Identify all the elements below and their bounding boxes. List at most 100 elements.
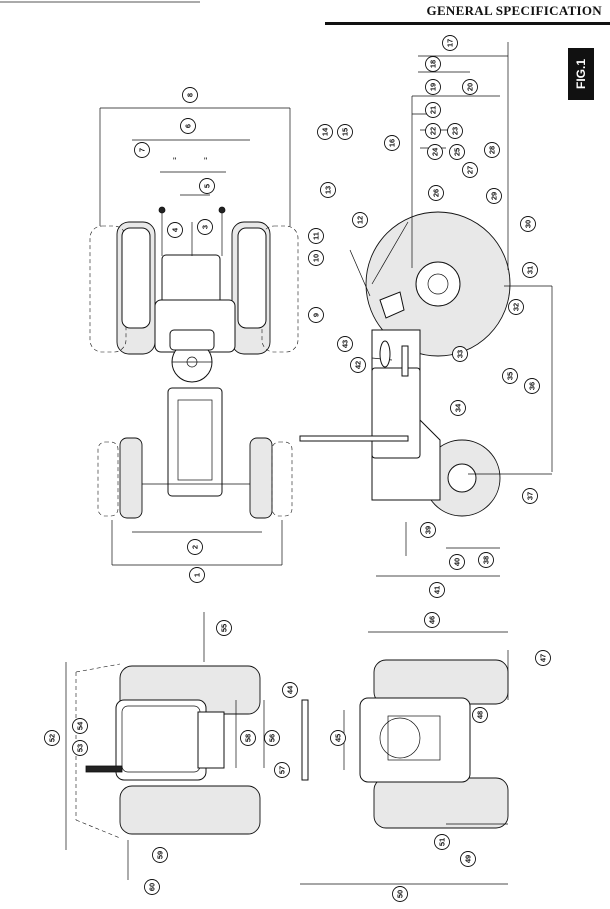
callout-circle xyxy=(152,847,168,863)
callout-13: 13 xyxy=(320,182,336,198)
callout-number: 22 xyxy=(429,127,438,135)
callout-38: 38 xyxy=(478,552,494,568)
callout-circle xyxy=(520,216,536,232)
callout-circle xyxy=(384,135,400,151)
callout-number: 45 xyxy=(334,734,343,742)
callout-37: 37 xyxy=(522,488,538,504)
callout-number: 44 xyxy=(286,685,295,694)
callout-number: 12 xyxy=(356,216,365,224)
callout-circle xyxy=(535,650,551,666)
callout-circle xyxy=(484,142,500,158)
callout-1: 1 xyxy=(189,567,205,583)
callout-number: 42 xyxy=(354,361,363,369)
callout-circle xyxy=(182,87,198,103)
callout-21: 21 xyxy=(425,102,441,118)
callout-number: 30 xyxy=(524,220,533,228)
callout-circle xyxy=(337,336,353,352)
callout-circle xyxy=(452,346,468,362)
callout-circle xyxy=(502,368,518,384)
callout-number: 48 xyxy=(476,711,485,719)
callout-number: 31 xyxy=(526,266,535,274)
callout-number: 54 xyxy=(76,721,85,730)
callout-circle xyxy=(429,582,445,598)
callout-number: 43 xyxy=(341,340,350,348)
callout-number: 58 xyxy=(244,734,253,742)
callout-circle xyxy=(282,682,298,698)
callout-circle xyxy=(189,567,205,583)
callout-number: 9 xyxy=(312,313,321,317)
callout-27: 27 xyxy=(462,162,478,178)
callout-50: 50 xyxy=(392,886,408,902)
callout-circle xyxy=(522,488,538,504)
callout-circle xyxy=(308,307,324,323)
callout-6: 6 xyxy=(180,118,196,134)
callout-circle xyxy=(460,851,476,867)
callout-circle xyxy=(425,123,441,139)
callout-34: 34 xyxy=(450,400,466,416)
callout-number: 27 xyxy=(466,166,475,174)
callout-circle xyxy=(308,250,324,266)
callout-circle xyxy=(187,539,203,555)
callout-26: 26 xyxy=(428,185,444,201)
callout-number: 38 xyxy=(482,556,491,564)
callout-45: 45 xyxy=(330,730,346,746)
callout-number: 26 xyxy=(432,189,441,197)
callout-number: 16 xyxy=(388,139,397,147)
callout-number: 15 xyxy=(341,128,350,136)
callout-number: 6 xyxy=(184,124,193,128)
callout-circle xyxy=(134,142,150,158)
callout-44: 44 xyxy=(282,682,298,698)
callout-number: 5 xyxy=(203,184,212,188)
callout-46: 46 xyxy=(424,612,440,628)
callout-circle xyxy=(420,522,436,538)
callout-number: 59 xyxy=(156,851,165,859)
callout-43: 43 xyxy=(337,336,353,352)
callout-54: 54 xyxy=(72,718,88,734)
callout-circle xyxy=(508,299,524,315)
callout-52: 52 xyxy=(44,730,60,746)
callout-18: 18 xyxy=(425,56,441,72)
callout-circle xyxy=(330,730,346,746)
callout-circle xyxy=(337,124,353,140)
tractor-rear-view xyxy=(65,612,265,880)
callout-11: 11 xyxy=(308,228,324,244)
callout-25: 25 xyxy=(449,144,465,160)
callout-circle xyxy=(449,554,465,570)
callout-3: 3 xyxy=(197,219,213,235)
callout-number: 37 xyxy=(526,492,535,500)
callout-10: 10 xyxy=(308,250,324,266)
callout-number: 21 xyxy=(429,106,438,114)
callout-circle xyxy=(352,212,368,228)
callout-circle xyxy=(317,124,333,140)
page-title: GENERAL SPECIFICATION xyxy=(426,3,602,18)
callout-circle xyxy=(308,228,324,244)
callout-36: 36 xyxy=(524,378,540,394)
callout-circle xyxy=(478,552,494,568)
callout-number: 17 xyxy=(446,39,455,47)
callout-circle xyxy=(180,118,196,134)
callout-circle xyxy=(424,612,440,628)
callout-circle xyxy=(216,620,232,636)
callout-19: 19 xyxy=(425,79,441,95)
callout-8: 8 xyxy=(182,87,198,103)
callout-24: 24 xyxy=(427,144,443,160)
figure-tab: FIG.1 xyxy=(568,48,594,100)
callout-circle xyxy=(425,56,441,72)
callout-circle xyxy=(264,730,280,746)
callout-number: 53 xyxy=(76,744,85,752)
callout-number: 19 xyxy=(429,83,438,91)
callout-48: 48 xyxy=(472,707,488,723)
callout-56: 56 xyxy=(264,730,280,746)
callout-circle xyxy=(462,162,478,178)
callout-number: 55 xyxy=(220,624,229,632)
callout-number: 40 xyxy=(453,558,462,566)
callout-number: 39 xyxy=(424,526,433,534)
callout-number: 51 xyxy=(438,838,447,846)
callout-circle xyxy=(72,740,88,756)
callout-28: 28 xyxy=(484,142,500,158)
quote-mark: " xyxy=(173,156,176,166)
quote-mark: " xyxy=(204,156,207,166)
callout-17: 17 xyxy=(442,35,458,51)
